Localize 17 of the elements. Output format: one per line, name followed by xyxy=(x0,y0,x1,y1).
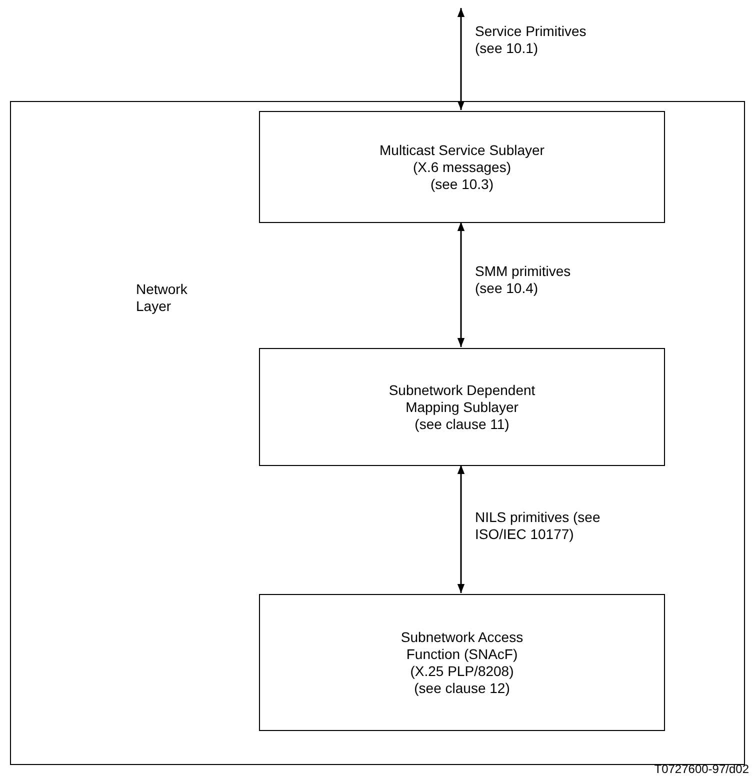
arrow xyxy=(457,222,465,347)
box-text: (X.25 PLP/8208) xyxy=(410,662,514,680)
box-text: (X.6 messages) xyxy=(412,158,512,176)
layer-label: Network Layer xyxy=(136,281,188,315)
box-text: Multicast Service Sublayer xyxy=(380,142,544,158)
arrow xyxy=(457,8,465,110)
sublayer-box xyxy=(259,111,665,223)
box-text: (see 10.3) xyxy=(430,176,494,192)
arrow xyxy=(457,465,465,593)
figure-code: T0727600-97/d02 xyxy=(654,762,749,776)
sublayer-box xyxy=(259,594,665,731)
box-text: Subnetwork Dependent Mapping Sublayer xyxy=(388,382,536,416)
box-text: (see clause 11) xyxy=(414,416,510,432)
box-text: Subnetwork Access Function (SNAcF) xyxy=(400,628,524,662)
layer-frame xyxy=(10,101,745,765)
sublayer-box xyxy=(259,348,665,466)
box-text: (see clause 12) xyxy=(414,680,510,696)
